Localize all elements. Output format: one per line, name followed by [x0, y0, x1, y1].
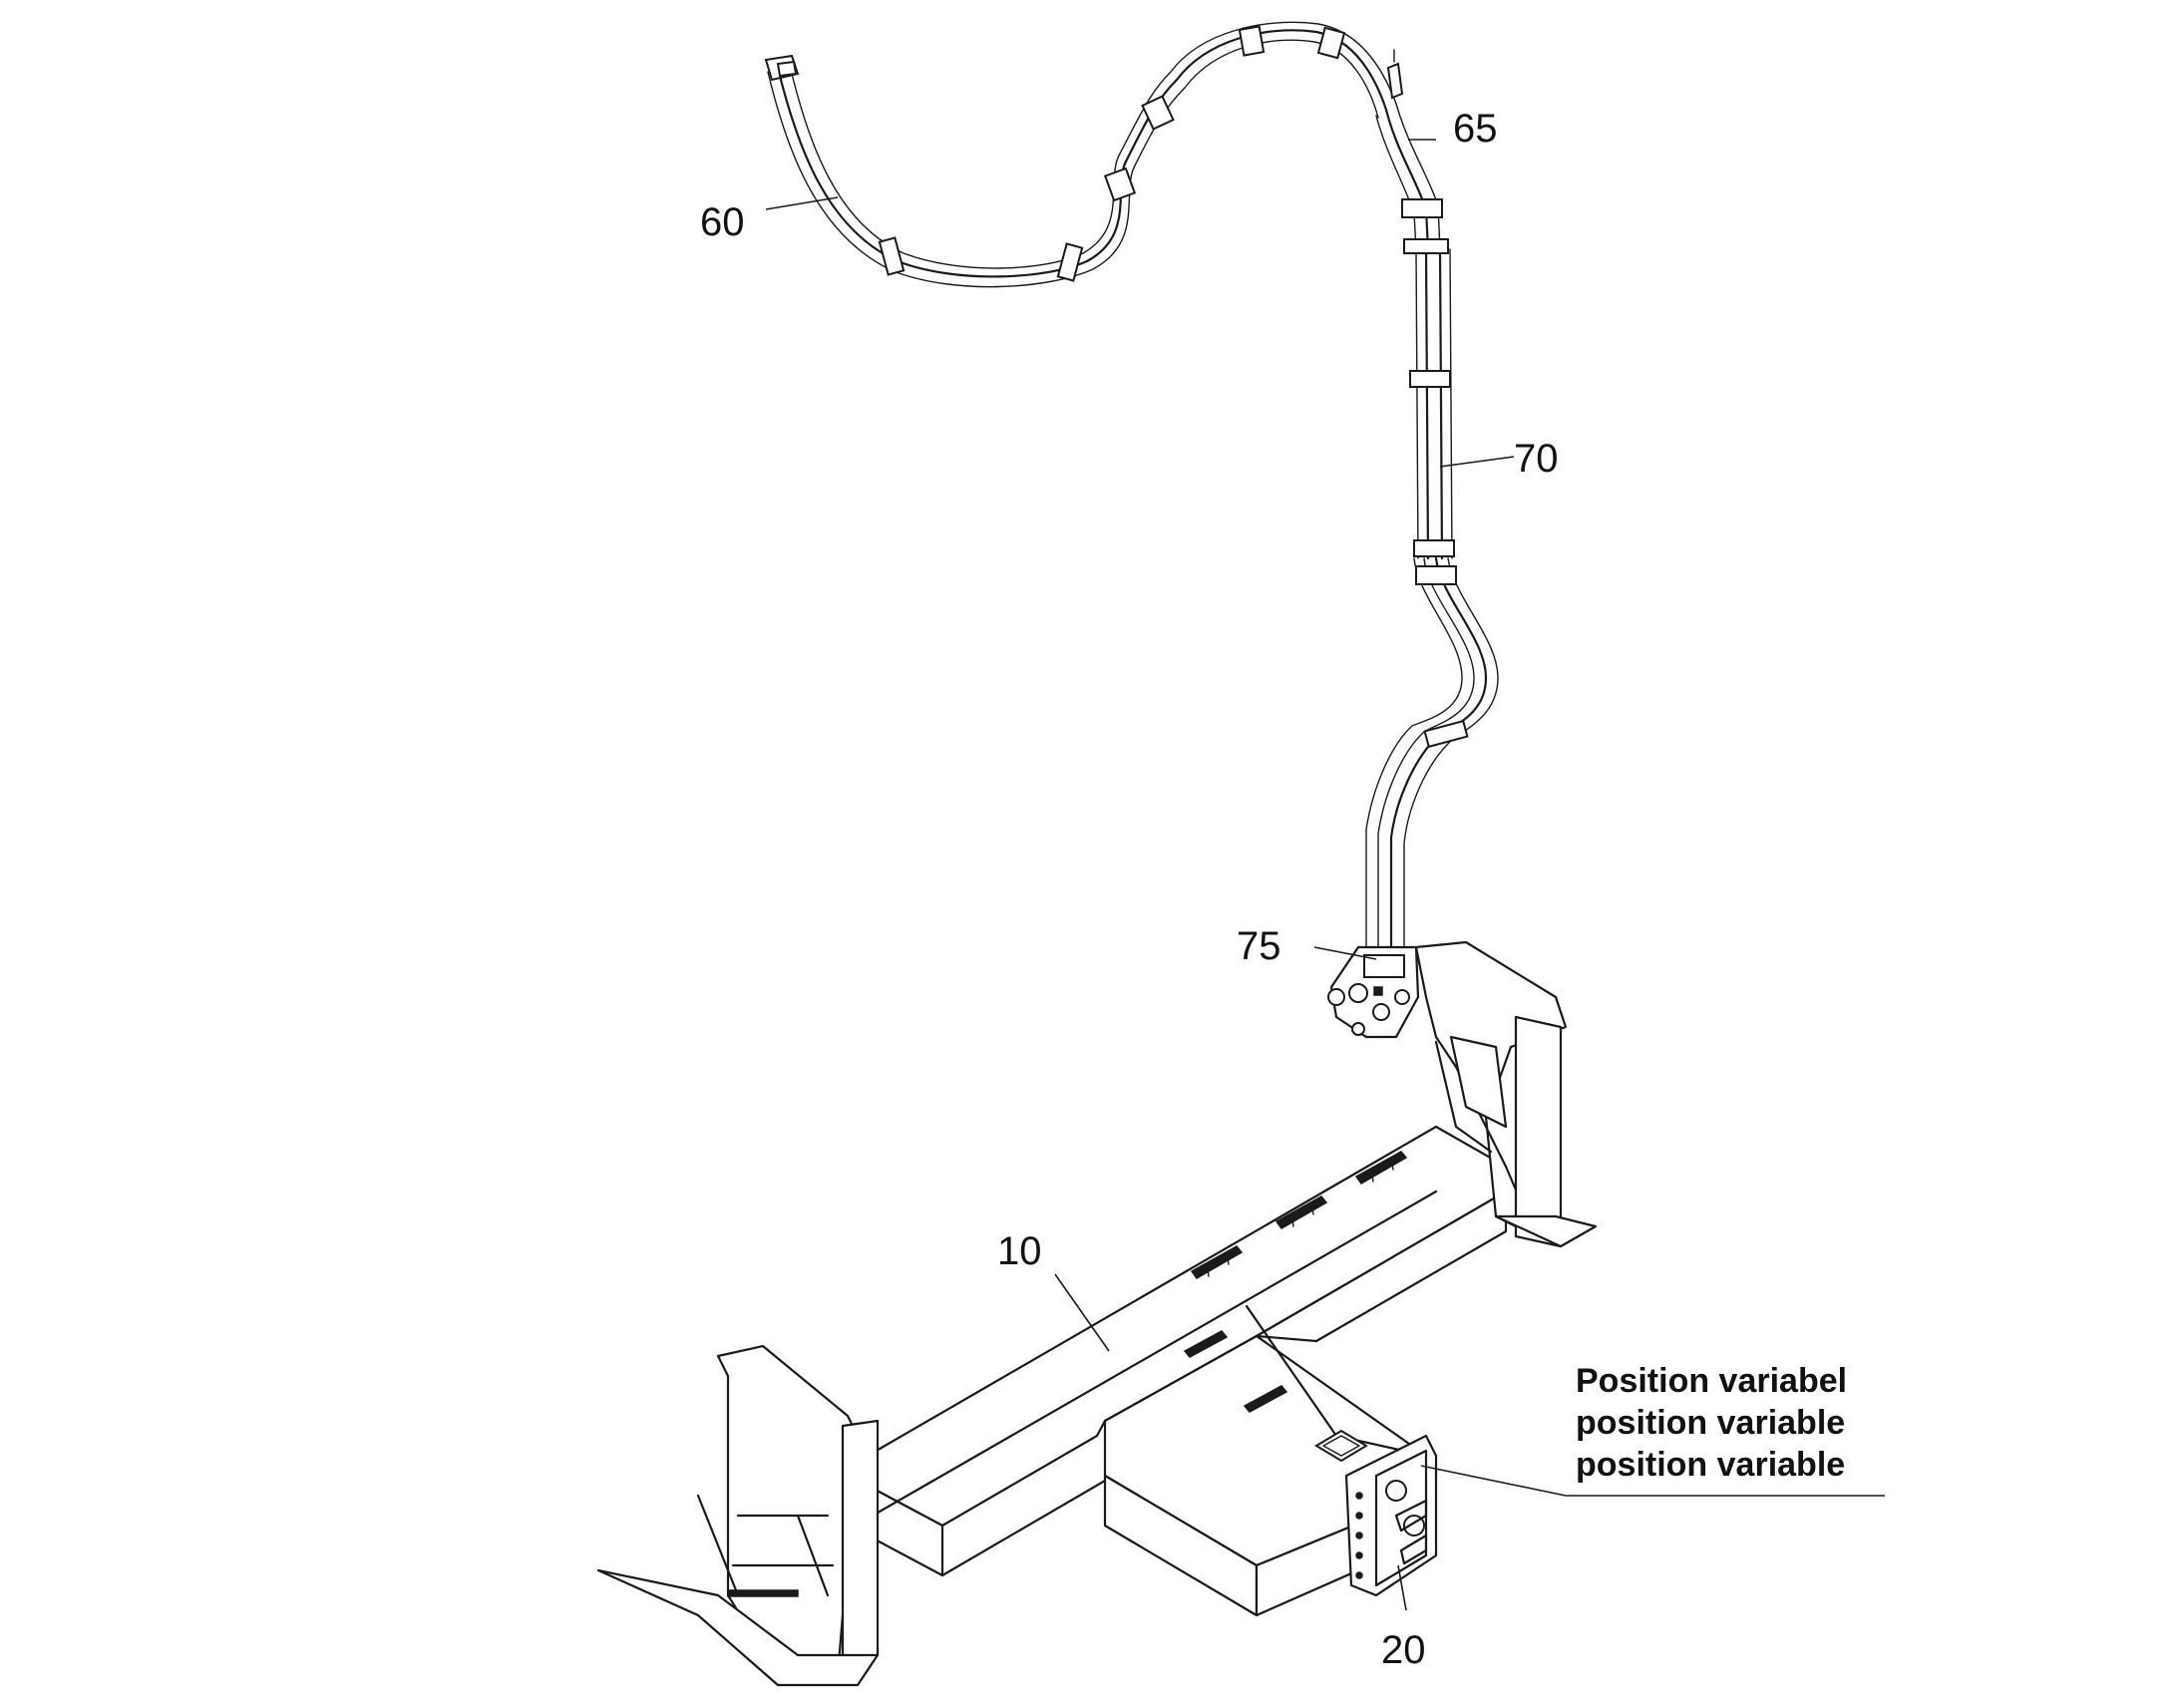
callout-70: 70: [1514, 437, 1559, 481]
note-line-2: position variable: [1576, 1404, 1845, 1442]
left-mount: [596, 1344, 880, 1687]
pipe-70: [1424, 247, 1430, 560]
callout-75: 75: [1237, 924, 1281, 968]
callout-20: 20: [1381, 1628, 1426, 1672]
hose-line-assembly: [764, 21, 1499, 949]
valve-block-75: [1327, 945, 1420, 1039]
hose-65: [1384, 108, 1430, 251]
hose-60: [776, 29, 1388, 278]
skid-pads: [1183, 1151, 1408, 1413]
coupling-plate-20: [1344, 1434, 1438, 1597]
callout-65: 65: [1453, 107, 1498, 151]
hose-clamps: [878, 25, 1469, 749]
note-line-3: position variable: [1576, 1446, 1845, 1484]
right-mount: [1414, 940, 1598, 1248]
callout-10: 10: [997, 1229, 1042, 1273]
position-note: Position variabel position variable posi…: [1576, 1362, 1847, 1484]
leader-lines: [765, 139, 1885, 1611]
main-frame-10: [596, 940, 1598, 1687]
callout-60: 60: [700, 200, 745, 244]
note-line-1: Position variabel: [1576, 1362, 1847, 1400]
